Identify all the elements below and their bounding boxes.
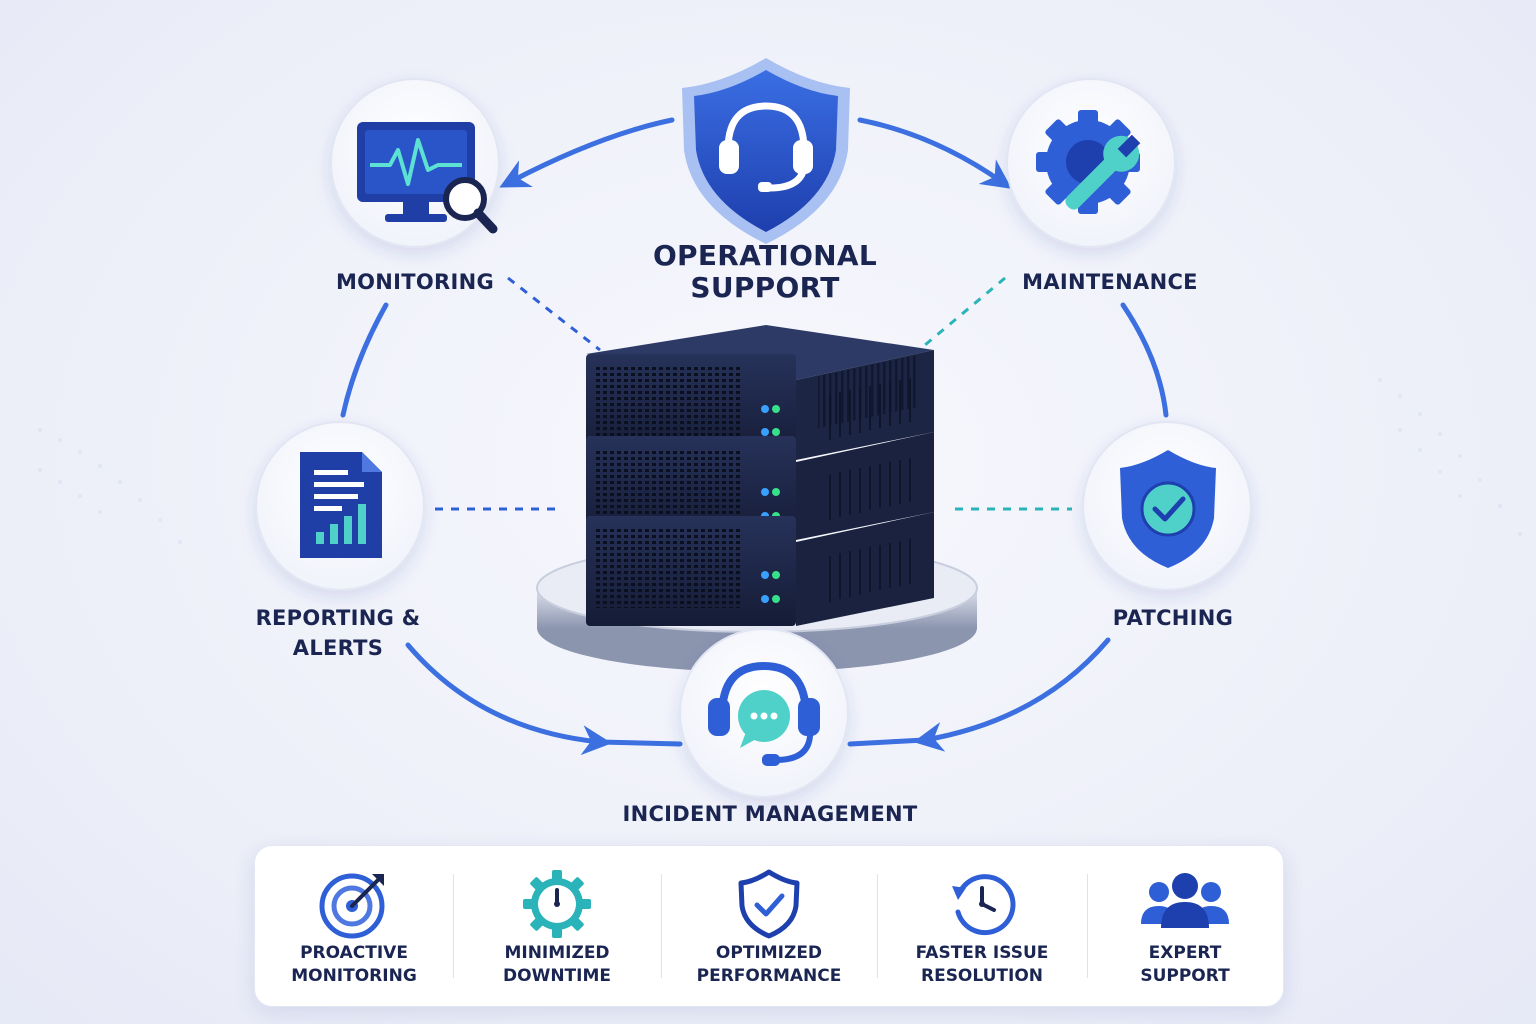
cycle-arrows xyxy=(340,117,1169,756)
benefit-proactive-monitoring: PROACTIVE MONITORING xyxy=(255,846,453,1006)
benefit-2-line-1: MINIMIZED xyxy=(504,943,610,963)
benefit-expert-support: EXPERT SUPPORT xyxy=(1087,846,1283,1006)
benefit-divider xyxy=(453,874,454,978)
title-line-1: OPERATIONAL xyxy=(652,239,878,272)
benefit-1-line-1: PROACTIVE xyxy=(300,943,408,963)
clock-arrow-icon xyxy=(952,874,1016,936)
benefit-minimized-downtime: MINIMIZED DOWNTIME xyxy=(453,846,661,1006)
stopwatch-gear-icon xyxy=(523,870,591,938)
operational-support-shield-icon xyxy=(682,58,850,244)
reporting-line-2: ALERTS xyxy=(292,636,384,660)
monitor-pulse-icon xyxy=(357,122,498,234)
support-chat-headset-icon xyxy=(708,661,820,766)
patching-label: PATCHING xyxy=(1112,606,1234,630)
benefit-3-line-1: OPTIMIZED xyxy=(715,943,823,963)
report-document-icon xyxy=(300,452,382,558)
benefit-1-line-2: MONITORING xyxy=(291,966,417,986)
background-dot-wave xyxy=(38,378,1522,544)
maintenance-label: MAINTENANCE xyxy=(1022,270,1198,294)
benefit-divider xyxy=(661,874,662,978)
benefits-panel: PROACTIVE MONITORING MINIMIZED DOWNTIM xyxy=(254,845,1284,1007)
server-unit-2 xyxy=(586,432,934,540)
benefit-divider xyxy=(1087,874,1088,978)
benefit-2-line-2: DOWNTIME xyxy=(503,966,611,986)
benefit-4-line-1: FASTER ISSUE xyxy=(915,943,1049,963)
shield-check-icon xyxy=(738,869,800,939)
benefit-5-line-1: EXPERT xyxy=(1148,943,1222,963)
magnifier-icon xyxy=(443,177,498,234)
arc-monitoring-to-reporting xyxy=(340,302,389,418)
server-rack-icon xyxy=(586,325,934,626)
benefit-optimized-performance: OPTIMIZED PERFORMANCE xyxy=(661,846,877,1006)
connector-maintenance xyxy=(924,276,1006,347)
shield-check-icon xyxy=(1120,450,1216,568)
arrow-patching-to-incident xyxy=(913,637,1111,752)
reporting-line-1: REPORTING & xyxy=(255,606,421,630)
target-icon xyxy=(319,873,385,939)
benefit-5-line-2: SUPPORT xyxy=(1140,966,1230,986)
monitoring-label: MONITORING xyxy=(335,270,495,294)
team-icon xyxy=(1141,873,1229,928)
dashed-connectors xyxy=(435,276,1072,511)
arrow-support-to-maintenance xyxy=(857,117,1012,189)
reporting-alerts-label: REPORTING & ALERTS xyxy=(238,603,438,663)
wrench-icon xyxy=(1065,134,1141,210)
benefit-faster-issue-resolution: FASTER ISSUE RESOLUTION xyxy=(877,846,1087,1006)
gear-wrench-icon xyxy=(1036,110,1141,214)
benefit-3-line-2: PERFORMANCE xyxy=(696,966,842,986)
operational-support-title: OPERATIONAL SUPPORT xyxy=(640,240,890,304)
benefit-4-line-2: RESOLUTION xyxy=(920,966,1044,986)
arc-maintenance-to-patching xyxy=(1120,302,1169,418)
connector-monitoring xyxy=(507,276,601,352)
arrow-support-to-monitoring xyxy=(499,117,675,188)
title-line-2: SUPPORT xyxy=(690,271,840,304)
benefit-divider xyxy=(877,874,878,978)
chat-bubble-icon xyxy=(738,690,790,748)
arrow-reporting-to-incident xyxy=(405,642,612,756)
incident-management-label: INCIDENT MANAGEMENT xyxy=(622,802,918,826)
